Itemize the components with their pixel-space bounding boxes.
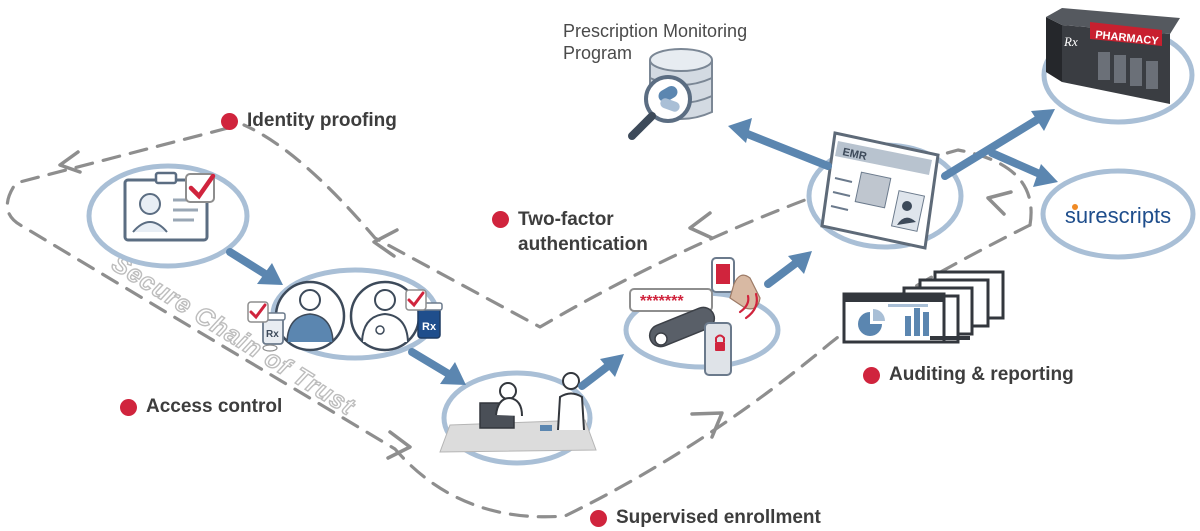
supervised-enrollment-text: Supervised enrollment: [616, 507, 821, 528]
report-monitors-icon: [842, 270, 1005, 344]
access-control-text: Access control: [146, 396, 283, 417]
identity-proofing-node: [86, 163, 250, 269]
access-control-label: Access control: [120, 396, 282, 418]
prescription-monitoring-node: [628, 48, 713, 140]
surescripts-logo: surescripts: [1065, 203, 1171, 228]
arrow-enrollment-to-two-factor: [578, 354, 624, 390]
checkmark-icon: [185, 173, 216, 203]
pharmacist-icon: [349, 280, 421, 352]
arrow-two-factor-to-emr: [764, 251, 812, 288]
two-factor-label: Two-factor authentication: [492, 207, 648, 257]
surescripts-logo-dot: [1072, 204, 1078, 210]
identity-proofing-text: Identity proofing: [247, 110, 397, 131]
pharmacy-building-icon: PHARMACY Rx: [1046, 8, 1180, 104]
red-bullet-icon: [590, 509, 607, 527]
usb-token-icon: [648, 306, 716, 348]
fingerprint-icon: [711, 257, 761, 320]
surescripts-node: surescripts: [1040, 168, 1196, 260]
loop-direction-chevrons: [58, 150, 1013, 460]
red-bullet-icon: [221, 112, 238, 130]
svg-text:*******: *******: [640, 293, 684, 310]
pharmacy-node: PHARMACY Rx: [1041, 8, 1195, 125]
auditing-reporting-label: Auditing & reporting: [863, 364, 1074, 386]
svg-text:Rx: Rx: [422, 321, 437, 333]
supervised-enrollment-label: Supervised enrollment: [590, 507, 821, 529]
enrollment-desk-icon: [439, 372, 597, 453]
red-bullet-icon: [120, 398, 137, 416]
two-factor-text: Two-factor authentication: [518, 207, 648, 257]
two-factor-line-2: authentication: [518, 234, 648, 255]
password-field-icon: *******: [629, 288, 713, 312]
prescription-monitoring-label: Prescription Monitoring Program: [563, 20, 747, 64]
emr-screen-icon: EMR: [820, 131, 940, 250]
two-factor-line-1: Two-factor: [518, 209, 614, 230]
arrow-emr-to-surescripts: [988, 149, 1058, 187]
identity-proofing-label: Identity proofing: [221, 110, 397, 132]
prescription-bottle-icon: Rx: [405, 289, 443, 339]
red-bullet-icon: [492, 211, 509, 228]
phone-lock-icon: [704, 322, 732, 376]
auditing-reporting-text: Auditing & reporting: [889, 364, 1074, 385]
flow-arrows: [226, 109, 1058, 390]
svg-text:EMR: EMR: [841, 146, 867, 163]
doctor-icon: [274, 280, 346, 352]
emr-node: EMR: [806, 131, 964, 250]
two-factor-node: *******: [623, 257, 781, 376]
arrow-provider-to-enrollment: [408, 348, 466, 385]
provider-node: Rx Rx: [247, 267, 443, 361]
prescription-bottle-icon: Rx: [247, 301, 286, 352]
supervised-enrollment-node: [439, 370, 597, 466]
arrow-emr-to-monitoring: [728, 118, 832, 170]
arrow-emr-to-pharmacy: [941, 109, 1055, 180]
magnifier-icon: [628, 75, 692, 140]
red-bullet-icon: [863, 366, 880, 384]
svg-text:Rx: Rx: [266, 329, 279, 340]
pmp-line-1: Prescription Monitoring: [563, 21, 748, 41]
arrow-identity-to-provider: [226, 248, 283, 285]
svg-text:Rx: Rx: [1063, 34, 1078, 49]
pmp-line-2: Program: [563, 43, 633, 63]
